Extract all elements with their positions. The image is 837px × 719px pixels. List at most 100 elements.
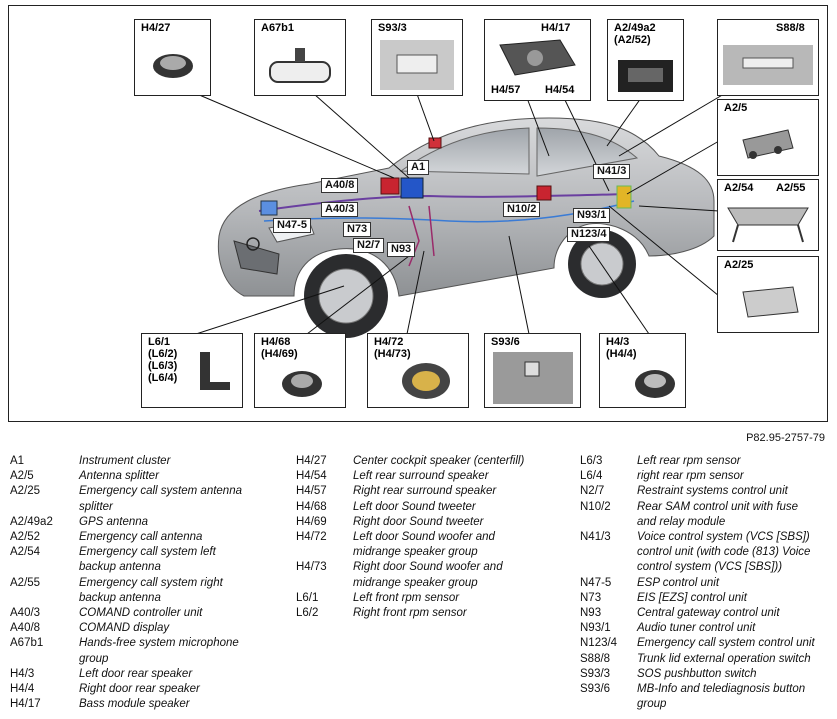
legend-description: Right door rear speaker	[79, 682, 200, 697]
legend-description-line: Emergency call system antenna	[79, 485, 242, 498]
legend-description-line: Emergency call system right	[79, 576, 223, 589]
legend-description: Left door rear speaker	[79, 667, 192, 682]
legend-column-2: H4/27 Center cockpit speaker (centerfill)…	[296, 454, 566, 621]
legend-description-line: Center cockpit speaker (centerfill)	[353, 455, 525, 467]
legend-description-line: Right front rpm sensor	[353, 607, 467, 620]
legend-code: N47-5	[580, 576, 612, 589]
legend-description-line: Instrument cluster	[79, 455, 171, 467]
legend-row: H4/57 Right rear surround speaker	[296, 484, 566, 499]
car-label-n47-5: N47-5	[273, 218, 311, 233]
legend-description: Right front rpm sensor	[353, 606, 467, 621]
speaker-icon	[153, 54, 193, 78]
callout-s88-8: S88/8	[717, 19, 819, 96]
legend-description-line: group	[79, 652, 109, 665]
legend-code: N2/7	[580, 485, 605, 498]
callout-a2-25: A2/25	[717, 256, 819, 333]
legend-code: N10/2	[580, 500, 611, 513]
legend-code: N73	[580, 591, 602, 604]
legend-description-line: Left door Sound woofer and	[353, 531, 495, 544]
overhead-console-icon	[380, 40, 454, 90]
woofer-icon	[402, 363, 450, 399]
legend-description: Center cockpit speaker (centerfill)	[353, 454, 524, 469]
car-label-a40-8: A40/8	[321, 178, 359, 193]
legend-description: Right door Sound tweeter	[353, 515, 483, 530]
legend-description: Bass module speaker	[79, 697, 190, 712]
callout-a2-5: A2/5	[717, 99, 819, 176]
legend-description: Central gateway control unit	[637, 606, 780, 621]
legend-description-line: group	[637, 698, 667, 711]
legend-description: Emergency call system antenna splitter	[79, 484, 242, 514]
legend-description-line: and relay module	[637, 515, 726, 528]
legend-description-line: control system (VCS [SBS]))	[637, 561, 783, 574]
legend-code: N41/3	[580, 531, 611, 544]
legend-description-line: Emergency call system left	[79, 546, 216, 559]
legend-description-line: Left door Sound tweeter	[353, 500, 476, 513]
callout-a2-54-a2-55: A2/54 A2/55	[717, 179, 819, 251]
bass-module-icon	[499, 39, 576, 76]
legend-description-line: Voice control system (VCS [SBS])	[637, 531, 810, 544]
legend-description: Audio tuner control unit	[637, 621, 755, 636]
legend-description-line: Restraint systems control unit	[637, 485, 788, 498]
legend-description-line: COMAND display	[79, 622, 170, 635]
legend-description: Voice control system (VCS [SBS]) control …	[637, 530, 810, 576]
car-label-n2-7: N2/7	[353, 238, 385, 253]
tweeter-icon	[282, 371, 322, 397]
legend-description: GPS antenna	[79, 515, 148, 530]
car-label-a1: A1	[407, 160, 430, 175]
call-antenna-splitter-icon	[742, 286, 799, 318]
legend-code: A1	[10, 455, 25, 467]
legend-description-line: splitter	[79, 500, 113, 513]
legend-code: L6/1	[296, 591, 319, 604]
legend-description: COMAND controller unit	[79, 606, 202, 621]
legend-code: N93/1	[580, 622, 611, 635]
legend-code: H4/57	[296, 485, 327, 498]
rear-speaker-icon	[635, 370, 675, 398]
legend-description-line: Right rear surround speaker	[353, 485, 497, 498]
legend-code: A40/8	[10, 622, 41, 635]
legend-description-line: midrange speaker group	[353, 546, 478, 559]
car-label-a40-3: A40/3	[321, 202, 359, 217]
legend-description: Emergency call antenna	[79, 530, 202, 545]
legend-description-line: Hands-free system microphone	[79, 637, 239, 650]
legend-description-line: Emergency call antenna	[79, 531, 203, 544]
backup-antenna-icon	[727, 207, 809, 243]
telediagnosis-button-icon	[493, 352, 573, 404]
legend-description: Right rear surround speaker	[353, 484, 496, 499]
legend-row: N41/3 Voice control system (VCS [SBS]) con…	[580, 530, 837, 576]
legend-code: A2/25	[10, 485, 41, 498]
legend-code: L6/3	[580, 455, 603, 467]
legend-description: Trunk lid external operation switch	[637, 652, 811, 667]
car-label-n10-2: N10/2	[503, 202, 541, 217]
legend-description-line: Right door Sound tweeter	[353, 515, 484, 528]
legend-description-line: EIS [EZS] control unit	[637, 591, 747, 604]
legend-description-line: COMAND controller unit	[79, 607, 203, 620]
legend-description: SOS pushbutton switch	[637, 667, 757, 682]
car-illustration	[195, 93, 725, 338]
car-label-n93: N93	[387, 242, 416, 257]
legend-code: H4/27	[296, 455, 327, 467]
legend-description: Hands-free system microphone group	[79, 636, 239, 666]
callout-s93-6: S93/6	[484, 333, 581, 408]
callout-a2-49a2: A2/49a2 (A2/52)	[607, 19, 684, 101]
legend-description-line: Bass module speaker	[79, 698, 190, 711]
legend-code: H4/72	[296, 531, 327, 544]
legend-description: right rear rpm sensor	[637, 469, 744, 484]
legend-description-line: midrange speaker group	[353, 576, 478, 589]
legend-code: A2/5	[10, 470, 34, 483]
legend-code: H4/54	[296, 470, 327, 483]
